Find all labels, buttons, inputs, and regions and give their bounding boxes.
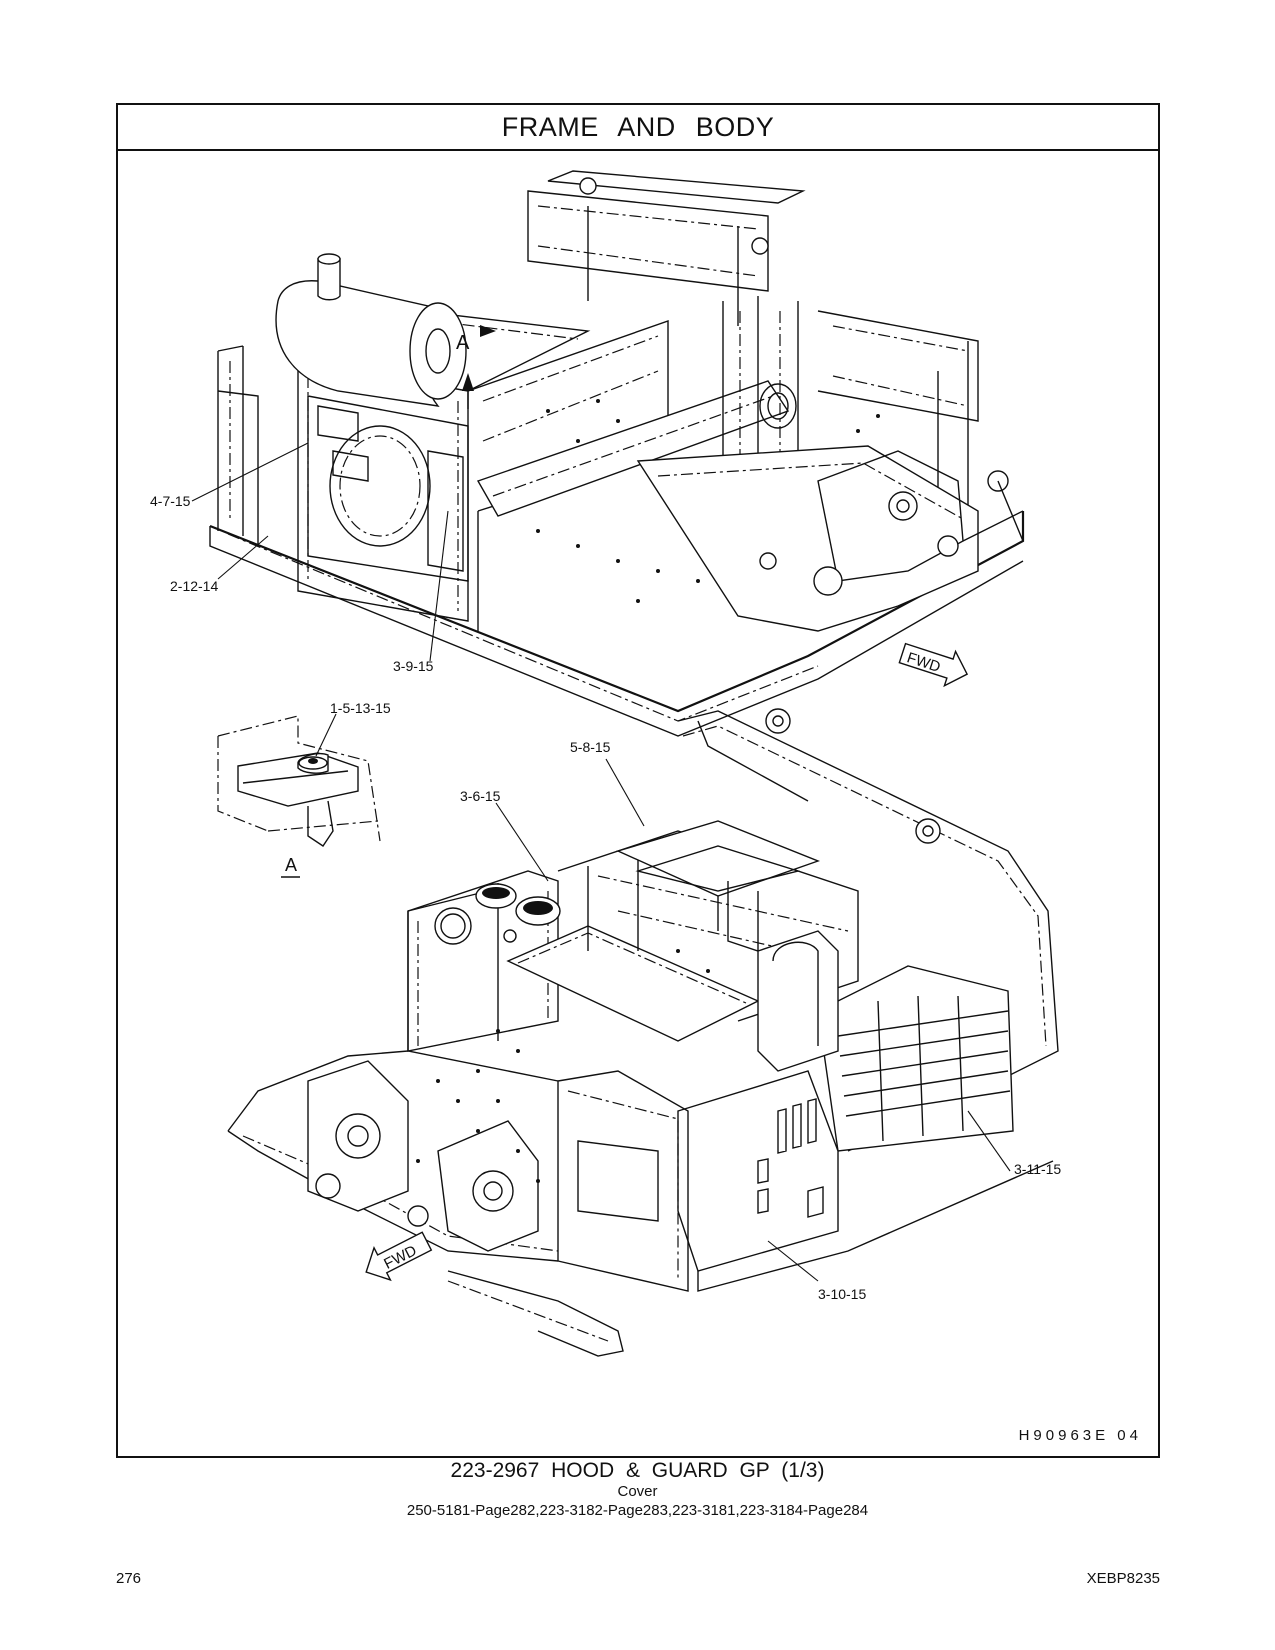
callout-label: 5-8-15 — [570, 739, 611, 755]
callout-label: 3-11-15 — [1014, 1161, 1062, 1177]
callout-label: 1-5-13-15 — [330, 700, 391, 716]
detail-a-drawing: A — [217, 713, 381, 878]
fwd-arrow-lower: FWD — [365, 1231, 433, 1282]
caption-title: 223-2967 HOOD & GUARD GP (1/3) — [450, 1459, 825, 1482]
detail-label-a: A — [285, 855, 297, 875]
document-code: XEBP8235 — [1086, 1570, 1160, 1587]
upper-frame-drawing: A FWD — [191, 170, 1025, 737]
callout-label: 3-10-15 — [818, 1286, 867, 1302]
exploded-view-drawing: A FWD — [191, 170, 1059, 1357]
fwd-arrow-upper: FWD — [898, 642, 969, 688]
caption-references: 250-5181-Page282,223-3182-Page283,223-31… — [406, 1502, 869, 1519]
figure-caption: 223-2967 HOOD & GUARD GP (1/3) Cover 250… — [0, 1458, 1275, 1522]
callout-label: 3-6-15 — [460, 788, 501, 804]
title-bar: FRAME AND BODY — [118, 105, 1158, 151]
figure-code: H90963E 04 — [1018, 1427, 1142, 1444]
callout-label: 3-9-15 — [393, 658, 434, 674]
page-number: 276 — [116, 1570, 142, 1587]
page-title: FRAME AND BODY — [501, 111, 775, 142]
callout-label: 2-12-14 — [170, 578, 219, 594]
view-marker-a: A — [456, 332, 470, 354]
lower-frame-drawing: FWD — [227, 708, 1059, 1357]
callout-label: 4-7-15 — [150, 493, 191, 509]
caption-subtitle: Cover — [617, 1483, 658, 1500]
parts-illustration: A FWD — [118, 151, 1158, 1456]
figure-frame: FRAME AND BODY — [116, 103, 1160, 1458]
